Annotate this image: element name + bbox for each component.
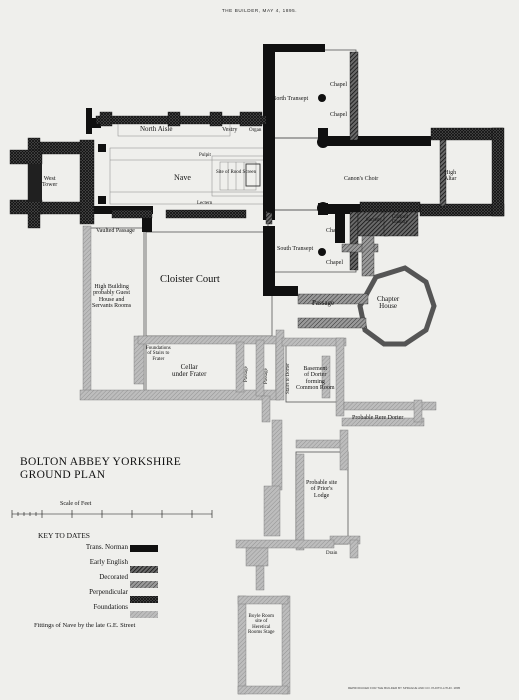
label-cloister-court: Cloister Court (160, 274, 220, 285)
label-passage-v1: Passage (244, 366, 249, 382)
label-high-altar: High Altar (444, 170, 457, 183)
label-west-tower: West Tower (42, 176, 58, 189)
label-vestry: Vestry (222, 127, 238, 133)
label-chapter-house: Chapter House (377, 295, 400, 311)
label-chapel-n2: Chapel (330, 112, 347, 118)
label-clifford-chantry: Clifford Chantry (392, 215, 409, 226)
label-vaulted-passage: Vaulted Passage (96, 228, 135, 234)
key-swatch-foundations (130, 605, 158, 618)
label-foundations-stairs: Foundations of Stairs to Frater (146, 346, 171, 362)
label-organ: Organ (249, 128, 262, 133)
publication-header: THE BUILDER, MAY 4, 1895. (221, 8, 298, 13)
label-north-transept: North Transept (272, 96, 309, 102)
label-north-aisle: North Aisle (140, 125, 173, 133)
foundation-walls (79, 225, 437, 695)
key-row-perpendicular: Perpendicular (40, 588, 158, 603)
label-canons-choir: Canon's Choir (344, 176, 379, 182)
decorated-walls (297, 235, 437, 347)
key-row-decorated: Decorated (40, 573, 158, 588)
label-cellar-under-frater: Cellar under Frater (172, 363, 207, 379)
scale-label: Scale of Feet (60, 501, 92, 507)
key-swatch-trans-norman (130, 545, 158, 552)
scale-bar (11, 510, 213, 518)
plan-title: BOLTON ABBEY YORKSHIRE GROUND PLAN (20, 456, 182, 481)
label-site-of-rood-screen: Site of Rood Screen (216, 170, 257, 175)
label-stairs-to-dorter: Stairs to Dorter (286, 363, 291, 394)
label-drain: Drain (326, 551, 338, 556)
key-swatch-decorated (130, 575, 158, 588)
label-basement-dorter: Basement of Dorter forming Common Room (296, 366, 335, 391)
piers (28, 94, 329, 256)
key-row-foundations: Foundations (40, 603, 158, 618)
label-south-transept: South Transept (277, 246, 314, 252)
key-swatch-early-english (130, 560, 158, 573)
label-passage-v2: Passage (264, 368, 269, 384)
key-title: KEY TO DATES (38, 531, 90, 540)
label-pulpit: Pulpit (199, 153, 211, 158)
key-row-trans-norman: Trans. Norman (40, 543, 158, 554)
label-sacristy: Sacristy (366, 218, 383, 223)
label-chapel-n1: Chapel (330, 82, 347, 88)
fittings-note: Fittings of Nave by the late G.E. Street (34, 622, 136, 629)
norman-walls (86, 44, 431, 296)
early-english-walls (265, 51, 447, 271)
label-passage: Passage (312, 299, 335, 307)
label-probable-priors-lodge: Probable site of Prior's Lodge (306, 480, 338, 499)
printer-credit: REPRODUCED FOR THE BUILDER BY SPRAGUE AN… (348, 686, 461, 690)
label-nave: Nave (174, 173, 191, 182)
label-boyle-room: Boyle Room site of Heretical Rooms Stage (248, 614, 275, 635)
label-chapel-s2: Chapel (326, 260, 343, 266)
label-chapel-s1: Chapel (326, 228, 343, 234)
label-lectern: Lectern (197, 201, 213, 206)
label-probable-rere-dorter: Probable Rere Dorter (352, 415, 404, 421)
key-row-early-english: Early English (40, 558, 158, 573)
label-high-building: High Building probably Guest House and S… (92, 284, 132, 309)
perpendicular-walls (9, 111, 505, 229)
nave-fittings (109, 119, 267, 205)
key-swatch-perpendicular (130, 590, 158, 603)
